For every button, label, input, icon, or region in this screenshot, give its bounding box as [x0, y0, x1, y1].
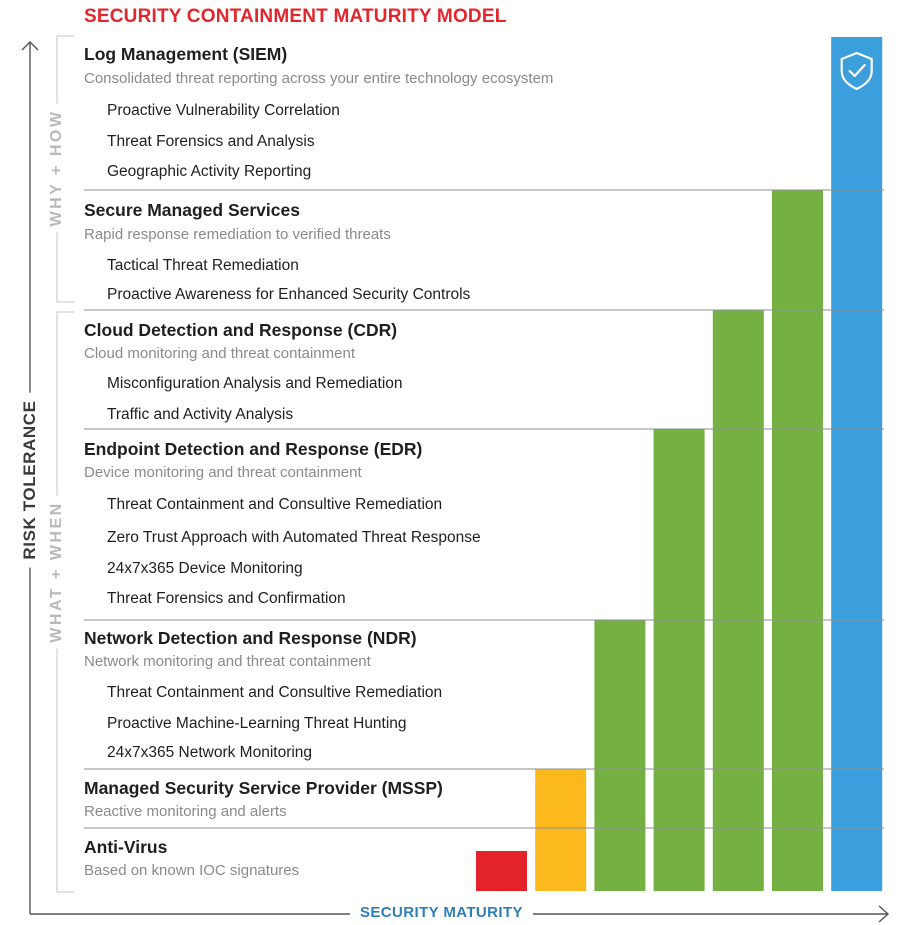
section-subtitle-edr: Device monitoring and threat containment [84, 464, 362, 481]
section-title-ndr: Network Detection and Response (NDR) [84, 628, 417, 648]
section-title-cdr: Cloud Detection and Response (CDR) [84, 320, 398, 340]
section-title-siem: Log Management (SIEM) [84, 44, 288, 64]
list-item: Tactical Threat Remediation [107, 257, 299, 274]
list-item: Zero Trust Approach with Automated Threa… [107, 529, 481, 546]
maturity-bar-5 [712, 310, 764, 891]
maturity-bar-2 [535, 769, 587, 891]
list-item: 24x7x365 Network Monitoring [107, 744, 313, 761]
section-subtitle-siem: Consolidated threat reporting across you… [84, 70, 554, 87]
shield-check-icon [840, 51, 873, 91]
list-item: 24x7x365 Device Monitoring [107, 560, 303, 577]
maturity-bar-7 [831, 37, 883, 891]
maturity-bar-1 [476, 851, 527, 891]
section-title-mssp: Managed Security Service Provider (MSSP) [84, 778, 443, 798]
maturity-bar-4 [653, 429, 705, 891]
section-subtitle-mssp: Reactive monitoring and alerts [84, 803, 287, 820]
list-item: Misconfiguration Analysis and Remediatio… [107, 375, 403, 392]
list-item: Threat Containment and Consultive Remedi… [107, 684, 443, 701]
section-title-edr: Endpoint Detection and Response (EDR) [84, 439, 423, 459]
maturity-bar-6 [772, 190, 823, 891]
section-subtitle-secure-managed: Rapid response remediation to verified t… [84, 226, 391, 243]
list-item: Proactive Machine-Learning Threat Huntin… [107, 715, 407, 732]
list-item: Proactive Awareness for Enhanced Securit… [107, 286, 471, 303]
maturity-bar-3 [594, 620, 646, 891]
security-maturity-label: SECURITY MATURITY [350, 904, 533, 921]
section-title-secure-managed: Secure Managed Services [84, 200, 300, 220]
section-subtitle-anti-virus: Based on known IOC signatures [84, 862, 300, 879]
list-item: Threat Forensics and Confirmation [107, 590, 346, 607]
list-item: Threat Containment and Consultive Remedi… [107, 496, 443, 513]
section-title-anti-virus: Anti-Virus [84, 837, 168, 857]
list-item: Threat Forensics and Analysis [107, 133, 315, 150]
section-subtitle-ndr: Network monitoring and threat containmen… [84, 653, 371, 670]
list-item: Geographic Activity Reporting [107, 163, 312, 180]
list-item: Proactive Vulnerability Correlation [107, 102, 340, 119]
list-item: Traffic and Activity Analysis [107, 406, 294, 423]
page-title: SECURITY CONTAINMENT MATURITY MODEL [84, 6, 507, 27]
section-subtitle-cdr: Cloud monitoring and threat containment [84, 345, 355, 362]
